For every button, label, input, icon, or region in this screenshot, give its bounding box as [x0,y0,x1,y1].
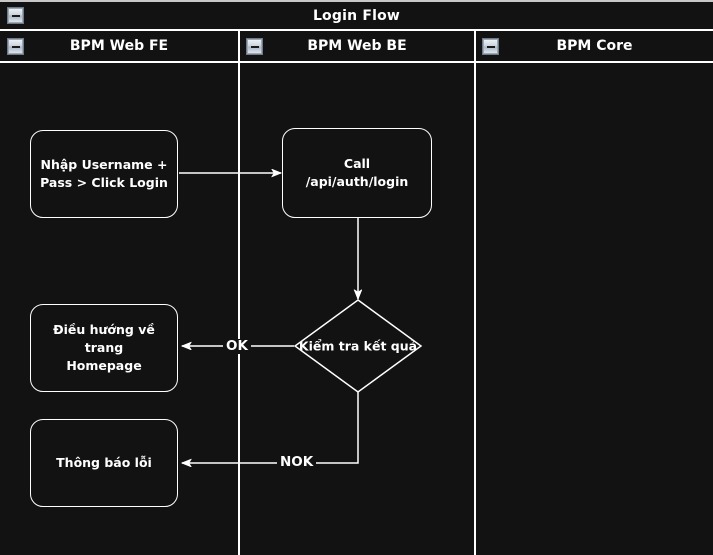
lane-separator-1 [238,31,240,555]
lane-collapse-minus-icon-bpm-web-be[interactable] [247,39,262,54]
lane-header-bpm-core[interactable]: BPM Core [476,31,713,63]
node-label-show-error: Thông báo lỗi [56,454,152,470]
lane-collapse-minus-icon-bpm-web-fe[interactable] [8,39,23,54]
pool-title: Login Flow [312,8,401,24]
node-check-result[interactable]: Kiểm tra kết quả [295,300,421,392]
lane-label-bpm-web-be: BPM Web BE [307,38,407,54]
node-label-call-login-api: Call /api/auth/login [305,155,409,189]
node-show-error[interactable]: Thông báo lỗi [30,419,178,507]
node-input-credentials[interactable]: Nhập Username +Pass > Click Login [30,130,178,218]
lane-body-bpm-core [476,63,713,555]
lane-collapse-minus-icon-bpm-core[interactable] [483,39,498,54]
pool-collapse-minus-icon[interactable] [8,8,23,23]
lane-header-bpm-web-fe[interactable]: BPM Web FE [0,31,238,63]
lane-separator-2 [474,31,476,555]
lane-label-bpm-web-fe: BPM Web FE [69,38,169,54]
node-label-input-credentials: Nhập Username +Pass > Click Login [40,156,168,190]
node-label-check-result: Kiểm tra kết quả [298,338,418,354]
lane-header-bpm-web-be[interactable]: BPM Web BE [240,31,474,63]
node-call-login-api[interactable]: Call /api/auth/login [282,128,432,218]
edge-label-ok: OK [223,339,251,354]
pool-title-bar[interactable]: Login Flow [0,0,713,31]
lane-label-bpm-core: BPM Core [556,38,633,54]
edge-label-nok: NOK [277,455,317,470]
